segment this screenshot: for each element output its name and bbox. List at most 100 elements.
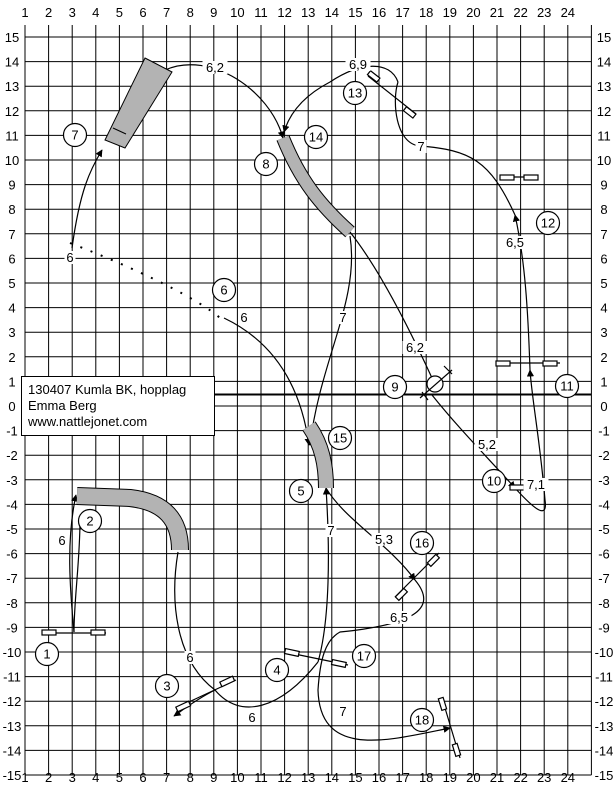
obstacle-number: 12 [541, 216, 555, 231]
jump-17 [283, 647, 300, 658]
distance-label-bg [345, 58, 371, 71]
distance-label-bg [246, 711, 258, 724]
distance-label: 6 [66, 250, 73, 265]
distance-label-bg [325, 524, 337, 537]
info-website: www.nattlejonet.com [28, 414, 148, 429]
course-info-box: 130407 Kumla BK, hopplag Emma Berg www.n… [21, 376, 215, 436]
distance-label-bg [371, 533, 397, 546]
y-axis-label: -13 [595, 719, 614, 734]
y-axis-label: -8 [6, 596, 18, 611]
obstacle-circle [342, 80, 368, 106]
distance-label-bg [523, 478, 549, 491]
y-axis-label: 3 [8, 325, 15, 340]
y-axis-label: 8 [600, 202, 607, 217]
x-axis-label: 23 [537, 5, 551, 20]
y-axis-label: 15 [5, 30, 19, 45]
y-axis-label: -6 [6, 547, 18, 562]
info-judge: Emma Berg [28, 398, 97, 413]
x-axis-label: 13 [301, 5, 315, 20]
obstacle-number: 16 [415, 536, 429, 551]
obstacle-circle [554, 373, 580, 399]
distance-label: 6,2 [206, 60, 224, 75]
obstacle-circle [288, 478, 314, 504]
x-axis-label: 23 [537, 770, 551, 785]
y-axis-label: 3 [600, 325, 607, 340]
y-axis-label: 4 [8, 301, 15, 316]
jump-12 [499, 174, 515, 181]
y-axis-label: -10 [595, 645, 614, 660]
x-axis-label: 7 [163, 770, 170, 785]
obstacle-circle [382, 374, 408, 400]
distance-label: 7 [327, 523, 334, 538]
x-axis-label: 9 [210, 770, 217, 785]
obstacle-circle [409, 707, 435, 733]
y-axis-label: -4 [6, 497, 18, 512]
x-axis-label: 6 [139, 770, 146, 785]
info-title: 130407 Kumla BK, hopplag [28, 382, 187, 397]
x-axis-label: 18 [419, 5, 433, 20]
obstacle-number: 2 [86, 514, 93, 529]
distance-label-bg [184, 651, 196, 664]
y-axis-label: 5 [600, 276, 607, 291]
x-axis-label: 12 [277, 5, 291, 20]
y-axis-label: -9 [6, 620, 18, 635]
distance-label: 7 [417, 139, 424, 154]
y-axis-label: -12 [595, 694, 614, 709]
y-axis-label: 1 [8, 374, 15, 389]
x-axis-label: 12 [277, 770, 291, 785]
y-axis-label: 1 [600, 374, 607, 389]
distance-label-bg [402, 341, 428, 354]
x-axis-label: 18 [419, 770, 433, 785]
x-axis-label: 11 [254, 5, 268, 20]
obstacle-number: 18 [415, 713, 429, 728]
x-axis-label: 10 [230, 770, 244, 785]
y-axis-label: 6 [600, 251, 607, 266]
distance-label: 6 [240, 310, 247, 325]
distance-label: 7 [339, 310, 346, 325]
y-axis-label: -14 [3, 743, 22, 758]
distance-label: 7 [339, 704, 346, 719]
x-axis-label: 21 [490, 770, 504, 785]
x-axis-label: 3 [69, 5, 76, 20]
distance-label: 6 [186, 650, 193, 665]
y-axis-label: -4 [598, 497, 610, 512]
x-axis-label: 14 [325, 5, 339, 20]
obstacle-number: 14 [309, 130, 323, 145]
x-axis-label: 17 [395, 5, 409, 20]
x-axis-label: 16 [372, 770, 386, 785]
x-axis-label: 2 [45, 770, 52, 785]
y-axis-label: -1 [6, 424, 18, 439]
y-axis-label: 2 [8, 350, 15, 365]
obstacle-number: 4 [273, 663, 280, 678]
x-axis-label: 13 [301, 770, 315, 785]
y-axis-label: 7 [8, 227, 15, 242]
y-axis-label: -7 [598, 571, 610, 586]
jump-18 [437, 696, 448, 712]
y-axis-label: -1 [598, 424, 610, 439]
obstacle-number: 10 [487, 474, 501, 489]
distance-label: 7,1 [527, 477, 545, 492]
y-axis-label: 11 [597, 128, 611, 143]
distance-label: 6,2 [406, 340, 424, 355]
y-axis-label: 0 [600, 399, 607, 414]
x-axis-label: 5 [116, 770, 123, 785]
y-axis-label: 11 [5, 128, 19, 143]
obstacle-number: 1 [43, 647, 50, 662]
y-axis-label: 13 [5, 79, 19, 94]
obstacle-circle [77, 508, 103, 534]
tunnels [76, 57, 355, 551]
obstacle-circle [154, 673, 180, 699]
x-axis-label: 24 [561, 770, 575, 785]
obstacle-circle [303, 124, 329, 150]
obstacle-circle [351, 643, 377, 669]
y-axis-label: -10 [3, 645, 22, 660]
obstacle-number: 5 [297, 484, 304, 499]
x-axis-label: 1 [21, 770, 28, 785]
obstacle-number: 7 [71, 128, 78, 143]
x-axis-label: 1 [21, 5, 28, 20]
y-axis-label: -2 [6, 448, 18, 463]
y-axis-label: -5 [598, 522, 610, 537]
distance-label-bg [56, 534, 68, 547]
distance-label-bg [337, 705, 349, 718]
